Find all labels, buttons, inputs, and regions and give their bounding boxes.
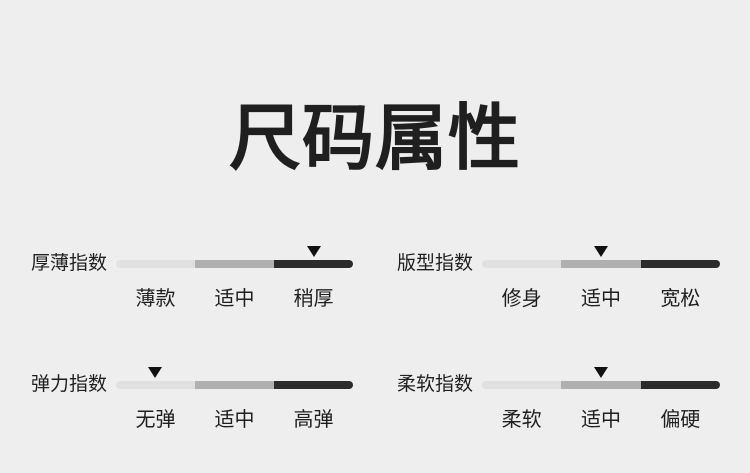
bar-segment-high <box>274 260 353 268</box>
level-label: 薄款 <box>135 288 176 310</box>
level-label: 无弹 <box>135 409 176 431</box>
page-title: 尺码属性 <box>228 99 521 179</box>
level-bar <box>482 367 720 389</box>
selection-marker-icon <box>594 367 608 378</box>
selection-marker-icon <box>594 246 608 257</box>
level-labels: 薄款 适中 稍厚 <box>116 288 353 310</box>
level-label: 适中 <box>580 288 621 310</box>
indicator-softness: 柔软指数 柔软 适中 偏硬 <box>397 367 720 431</box>
bar-segment-mid <box>195 381 274 389</box>
bar-segment-low <box>482 260 562 268</box>
bar-segment-high <box>640 381 720 389</box>
bar-segment-mid <box>195 260 274 268</box>
level-label: 稍厚 <box>293 288 334 310</box>
level-label: 宽松 <box>660 288 701 310</box>
bar-segment-mid <box>561 260 641 268</box>
level-bar-track <box>482 381 720 389</box>
level-bar-track <box>116 260 353 268</box>
indicator-elasticity: 弹力指数 无弹 适中 高弹 <box>31 367 353 431</box>
indicator-thickness: 厚薄指数 薄款 适中 稍厚 <box>31 246 353 310</box>
level-bar <box>482 246 720 268</box>
level-label: 适中 <box>214 288 255 310</box>
indicator-softness-title: 柔软指数 <box>397 374 474 395</box>
level-label: 柔软 <box>501 409 542 431</box>
bar-segment-low <box>116 381 195 389</box>
level-labels: 柔软 适中 偏硬 <box>482 409 720 431</box>
level-label: 适中 <box>580 409 621 431</box>
level-bar <box>116 246 353 268</box>
indicator-elasticity-title: 弹力指数 <box>31 374 108 395</box>
indicator-thickness-title: 厚薄指数 <box>31 253 108 274</box>
level-label: 高弹 <box>293 409 334 431</box>
bar-segment-low <box>116 260 195 268</box>
level-bar-track <box>482 260 720 268</box>
level-labels: 修身 适中 宽松 <box>482 288 720 310</box>
indicator-fit: 版型指数 修身 适中 宽松 <box>397 246 720 310</box>
bar-segment-high <box>640 260 720 268</box>
level-bar-track <box>116 381 353 389</box>
bar-segment-high <box>274 381 353 389</box>
level-labels: 无弹 适中 高弹 <box>116 409 353 431</box>
level-label: 偏硬 <box>660 409 701 431</box>
level-label: 适中 <box>214 409 255 431</box>
selection-marker-icon <box>306 246 321 257</box>
level-label: 修身 <box>501 288 542 310</box>
bar-segment-low <box>482 381 562 389</box>
indicator-fit-title: 版型指数 <box>397 253 474 274</box>
level-bar <box>116 367 353 389</box>
selection-marker-icon <box>148 367 163 378</box>
bar-segment-mid <box>561 381 641 389</box>
